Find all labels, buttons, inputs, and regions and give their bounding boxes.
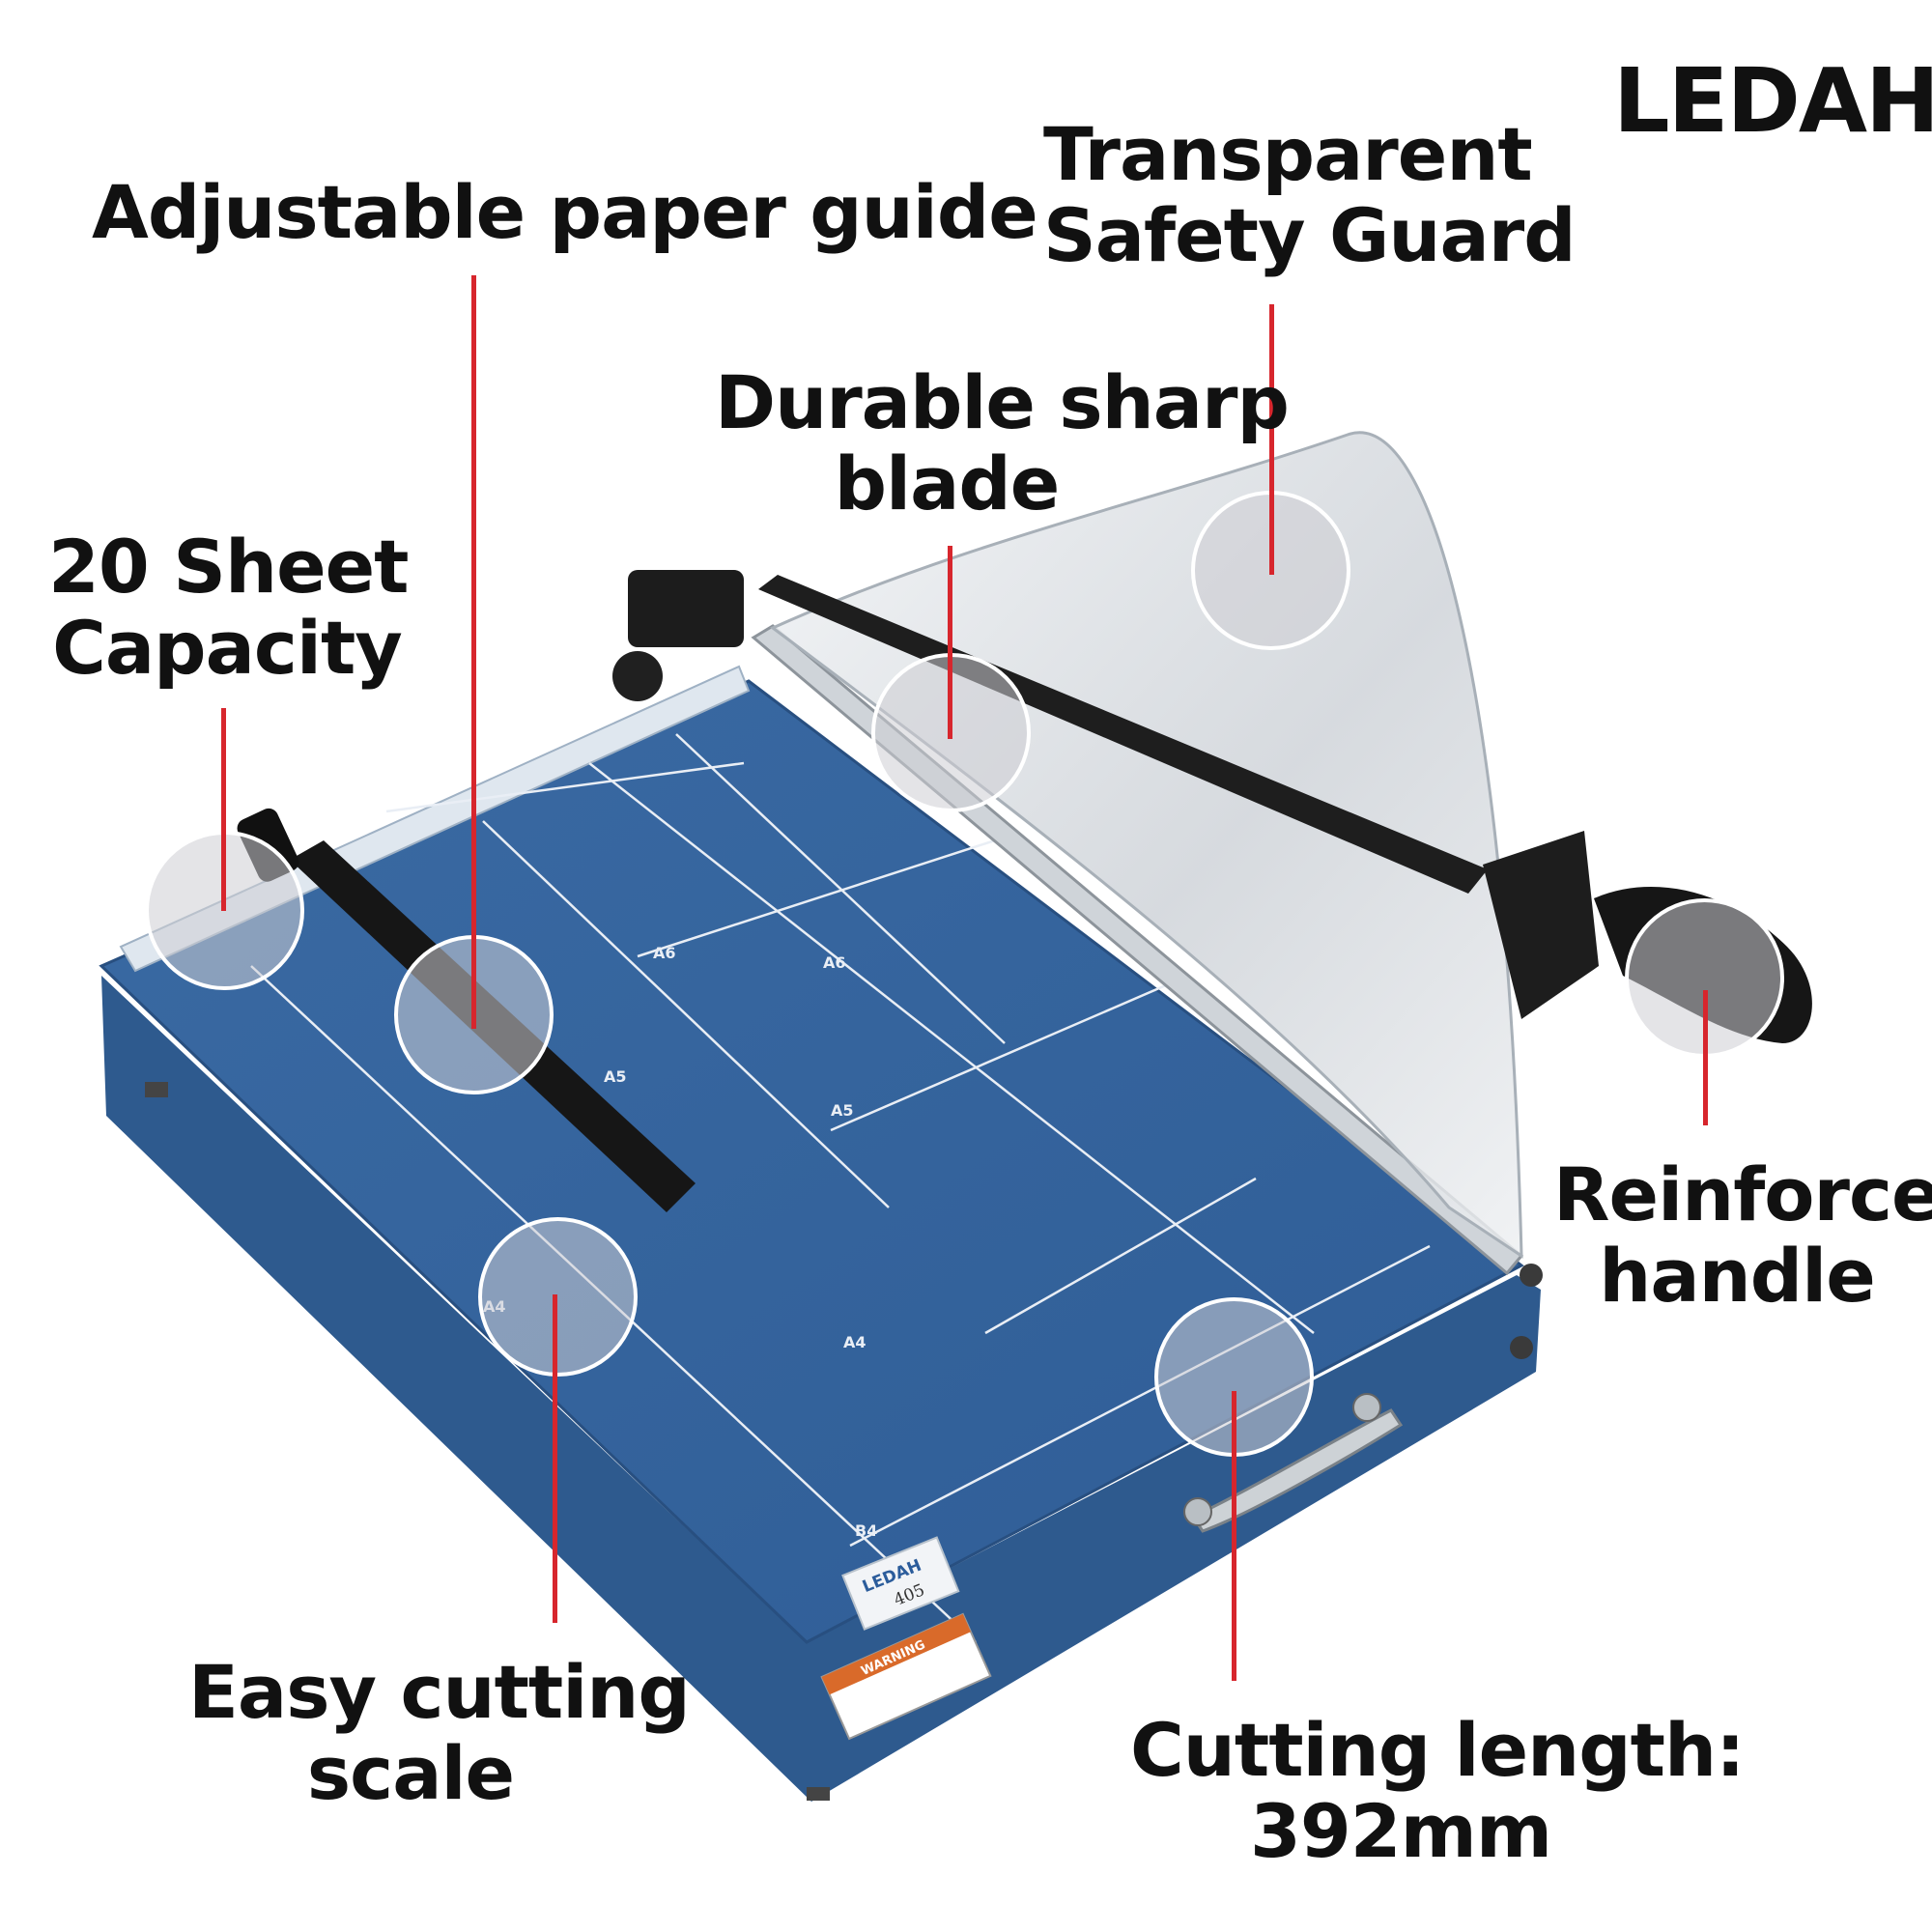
carry-handle bbox=[1190, 1408, 1404, 1533]
highlight-cutting-scale bbox=[478, 1217, 638, 1377]
reinforced-handle bbox=[1483, 831, 1599, 1019]
pointer-capacity bbox=[221, 708, 226, 911]
paper-mark: A4 bbox=[843, 1333, 867, 1351]
safety-guard bbox=[770, 431, 1523, 1259]
callout-capacity-line-1: 20 Sheet bbox=[48, 524, 409, 610]
callout-blade: Durable sharp blade bbox=[715, 359, 1290, 526]
callout-cutting-length-line-2: 392mm bbox=[1249, 1788, 1552, 1874]
paper-mark: A6 bbox=[653, 944, 676, 962]
callout-blade-line-2: blade bbox=[834, 440, 1061, 526]
pointer-cutting-scale bbox=[553, 1294, 557, 1623]
pointer-paper-guide bbox=[471, 275, 476, 1029]
callout-paper-guide-line-1: Adjustable paper guide bbox=[92, 169, 1038, 255]
callout-handle: Reinforced handle bbox=[1553, 1151, 1932, 1319]
callout-capacity-line-2: Capacity bbox=[52, 605, 403, 691]
callout-capacity: 20 Sheet Capacity bbox=[48, 524, 409, 691]
callout-cutting-length-line-1: Cutting length: bbox=[1130, 1707, 1746, 1793]
pointer-safety-guard bbox=[1269, 304, 1274, 575]
paper-mark: A5 bbox=[604, 1067, 627, 1086]
callout-handle-line-1: Reinforced bbox=[1553, 1151, 1932, 1237]
callout-paper-guide: Adjustable paper guide bbox=[92, 169, 1038, 255]
pointer-cutting-length bbox=[1232, 1391, 1236, 1681]
callout-cutting-scale-line-1: Easy cutting bbox=[188, 1649, 691, 1735]
callout-safety-guard-line-1: Transparent bbox=[1043, 111, 1533, 197]
warning-sticker: WARNING bbox=[820, 1612, 992, 1741]
blade-pivot-block bbox=[628, 570, 744, 647]
callout-cutting-scale-line-2: scale bbox=[306, 1730, 515, 1816]
highlight-cutting-length bbox=[1154, 1297, 1314, 1457]
callout-handle-line-2: handle bbox=[1599, 1233, 1876, 1319]
callout-cutting-length: Cutting length: 392mm bbox=[1130, 1707, 1746, 1874]
paper-mark: A6 bbox=[823, 953, 846, 972]
paper-mark: B4 bbox=[855, 1521, 877, 1540]
callout-blade-line-1: Durable sharp bbox=[715, 359, 1290, 445]
callout-safety-guard-line-2: Safety Guard bbox=[1043, 192, 1577, 278]
paper-mark: A5 bbox=[831, 1101, 854, 1120]
cutter-base-front bbox=[101, 976, 1541, 1802]
pointer-blade bbox=[948, 546, 952, 739]
pointer-handle bbox=[1703, 990, 1708, 1125]
callout-cutting-scale: Easy cutting scale bbox=[188, 1649, 691, 1816]
callout-safety-guard: Transparent Safety Guard bbox=[1043, 111, 1577, 278]
brand-logo: LEDAH bbox=[1613, 49, 1932, 153]
